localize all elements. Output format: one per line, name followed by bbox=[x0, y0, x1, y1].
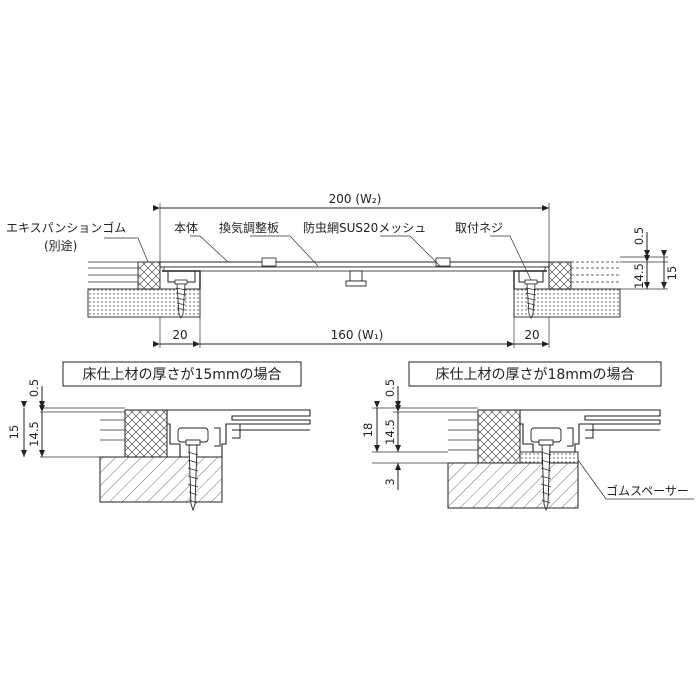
caption-box-18 bbox=[408, 361, 662, 387]
detail18-dim-05: 0.5 bbox=[383, 379, 397, 397]
dim-left-label: 20 bbox=[172, 328, 187, 342]
screw-left bbox=[174, 279, 188, 319]
dim-right-label: 20 bbox=[524, 328, 539, 342]
dim-15-label: 15 bbox=[665, 266, 679, 281]
subfloor-15 bbox=[99, 456, 223, 503]
label-insect-mesh: 防虫網SUS20メッシュ bbox=[303, 220, 426, 235]
top-assembly: 200 (W₂) bbox=[6, 192, 679, 348]
caption-18: 床仕上材の厚さが18mmの場合 bbox=[435, 367, 634, 383]
label-expansion-rubber: エキスパンションゴム bbox=[6, 220, 126, 235]
label-body: 本体 bbox=[174, 221, 198, 235]
detail18-dim-18: 18 bbox=[361, 423, 375, 438]
detail18-dim-3: 3 bbox=[383, 478, 397, 485]
dim-total-label: 200 (W₂) bbox=[329, 192, 382, 206]
detail15-dim-05: 0.5 bbox=[27, 379, 41, 397]
left-expansion-rubber bbox=[137, 261, 161, 290]
caption-box-15 bbox=[62, 361, 302, 387]
screw-15 bbox=[185, 439, 201, 512]
detail18-dim-145: 14.5 bbox=[383, 419, 397, 445]
left-floor bbox=[87, 261, 201, 318]
label-rubber-spacer: ゴムスペーサー bbox=[606, 483, 689, 498]
label-vent-plate: 換気調整板 bbox=[219, 220, 279, 235]
rubber-joint-18 bbox=[477, 409, 521, 464]
dim-145-label: 14.5 bbox=[632, 263, 646, 289]
detail15-dim-145: 14.5 bbox=[27, 421, 41, 447]
dim-05-label: 0.5 bbox=[632, 227, 646, 245]
screw-18 bbox=[538, 439, 554, 512]
caption-15: 床仕上材の厚さが15mmの場合 bbox=[82, 367, 281, 383]
detail-18mm: 床仕上材の厚さが18mmの場合 0.5 14.5 18 3 ゴムスペ bbox=[361, 361, 694, 512]
dim-inner-label: 160 (W₁) bbox=[331, 328, 384, 342]
subfloor-18 bbox=[447, 462, 579, 509]
detail15-dim-15: 15 bbox=[7, 425, 21, 440]
detail-15mm: 床仕上材の厚さが15mmの場合 0.5 14.5 15 bbox=[7, 361, 311, 512]
vent-body bbox=[159, 257, 550, 289]
label-mount-screw: 取付ネジ bbox=[455, 221, 503, 235]
label-expansion-rubber-note: (別途) bbox=[44, 238, 77, 253]
screw-right bbox=[524, 279, 538, 319]
frame-profile-15 bbox=[166, 409, 311, 458]
rubber-joint-15 bbox=[124, 409, 168, 458]
right-expansion-rubber bbox=[548, 261, 572, 290]
